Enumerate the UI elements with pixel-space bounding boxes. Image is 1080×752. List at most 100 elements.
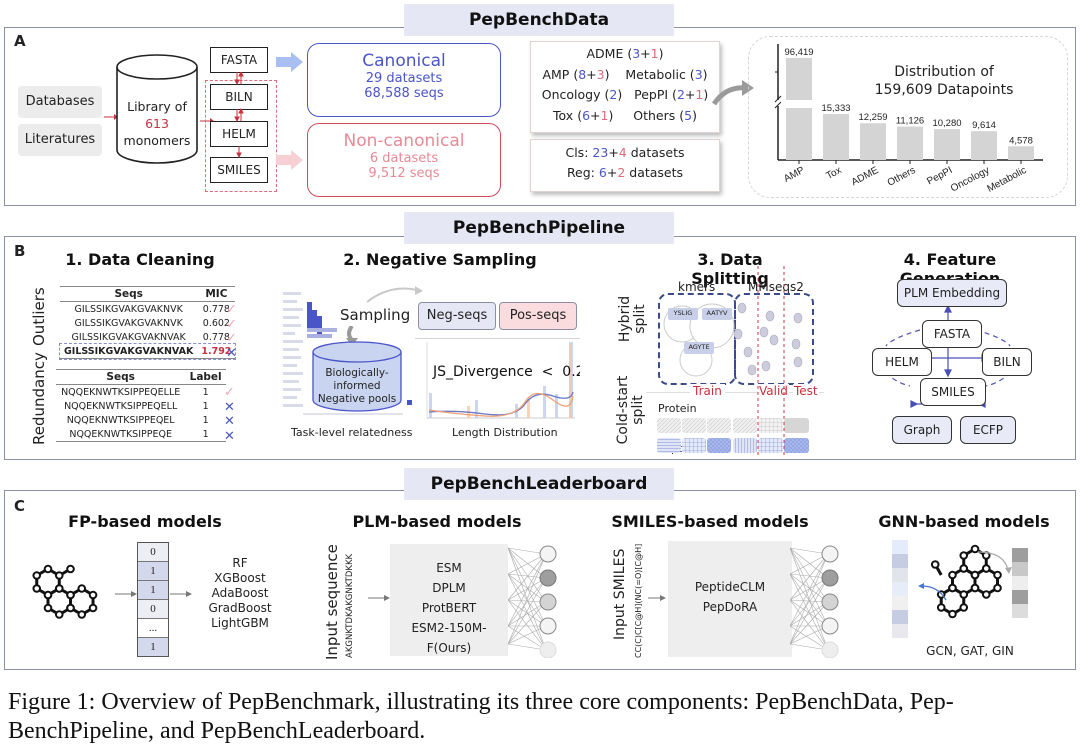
cross-icon: ✕ <box>226 345 237 361</box>
atom <box>959 564 969 573</box>
feature-node-helm: HELM <box>872 348 932 376</box>
kmer-tag-1: YSLIG <box>673 309 693 317</box>
plm-model-name: ProtBERT <box>421 601 477 615</box>
atom <box>959 551 969 560</box>
nn-edge <box>508 577 547 627</box>
nn-edge <box>790 553 829 575</box>
chart-axis-break-mark <box>774 95 782 103</box>
gnn-input-features <box>892 540 908 638</box>
seq-cell: NQQEKNWTKSIPPEQE <box>56 427 186 442</box>
nn-edge <box>790 573 829 627</box>
negative-sampling-title: 2. Negative Sampling <box>343 250 537 269</box>
fp-model-name: GradBoost <box>208 601 272 615</box>
bar-value-label: 15,333 <box>821 103 850 114</box>
pool-line2: informed <box>333 380 381 392</box>
bar-oncology <box>971 131 997 160</box>
bar-amp-upper <box>786 57 812 100</box>
mmseqs2-label: MMseqs2 <box>748 280 804 294</box>
value-cell: 0.602 <box>202 317 230 329</box>
atom <box>948 609 957 619</box>
outliers-label: Outliers <box>30 287 48 346</box>
kmer-tag-2: AATYV <box>706 309 728 317</box>
nn-edge <box>790 577 829 601</box>
seq-cell: GILSSIKGVAKGVAKNVK <box>74 303 183 315</box>
atom <box>959 590 969 599</box>
category-metabolic: Metabolic (3) <box>625 66 708 82</box>
cross-icon: ✕ <box>224 428 235 444</box>
kmers-label: kmers <box>678 280 716 294</box>
category-others: Others (5) <box>633 107 697 123</box>
bar-value-label: 4,578 <box>1009 135 1033 146</box>
seq-cell: NQQEKNWTKSIPPEQEL <box>66 414 175 426</box>
redundancy-header-label: Label <box>185 369 226 385</box>
cross-icon: ✕ <box>224 414 235 429</box>
feature-node-smiles: SMILES <box>920 378 986 406</box>
nn-edge <box>790 599 829 651</box>
atom <box>936 603 946 612</box>
bar-value-label: 11,126 <box>896 116 924 127</box>
atom <box>54 610 64 619</box>
atom <box>77 610 87 619</box>
molecule-gnn-icon <box>930 544 1002 619</box>
fingerprint-bit: 1 <box>138 638 168 656</box>
panel-b-letter: B <box>14 242 26 260</box>
library-line1: Library of <box>127 99 187 114</box>
nn-edge <box>790 547 829 579</box>
x-tick-label: Metabolic <box>985 165 1028 195</box>
atom <box>66 603 75 613</box>
feature-node-fasta: FASTA <box>922 320 982 348</box>
bar-peppi <box>934 129 960 160</box>
table-row: GILSSIKGVAKGVAKNVK 0.778 <box>60 302 235 317</box>
cold-start-blocks <box>657 418 809 453</box>
atom <box>88 590 98 600</box>
nn-edge <box>790 553 829 627</box>
x-tick-label: Oncology <box>949 165 991 195</box>
atom <box>66 590 75 600</box>
panel-b-title: PepBenchPipeline <box>404 212 674 244</box>
nn-edge <box>508 601 547 627</box>
canonical-box: Canonical 29 datasets 68,588 seqs <box>307 43 501 117</box>
category-row-2: AMP (8+3) Metabolic (3) <box>531 65 719 86</box>
gnn-models-title: GNN-based models <box>878 512 1050 531</box>
caption-line2: BenchPipeline, and PepBenchLeaderboard. <box>8 718 426 744</box>
nn-edge <box>508 577 547 645</box>
panel-c-title: PepBenchLeaderboard <box>404 468 674 500</box>
value-cell: 1 <box>202 400 209 412</box>
atom <box>970 544 980 554</box>
nn-node <box>539 593 557 611</box>
bar-value-label: 12,259 <box>858 112 887 123</box>
feature-node-plm-embedding: PLM Embedding <box>897 279 1007 307</box>
atom <box>948 583 957 593</box>
panel-a-title: PepBenchData <box>404 4 674 36</box>
bar-value-label: 96,419 <box>784 47 813 58</box>
bar-others <box>897 126 923 160</box>
x-tick-label: Others <box>886 165 918 189</box>
pool-line1: Biologically- <box>325 367 389 379</box>
source-arrow <box>104 114 118 120</box>
plm-input-sequence: AKGNKTDKAKGNKTDKKK <box>345 553 355 658</box>
outliers-header-mic: MIC <box>197 286 236 302</box>
gnn-output-features <box>1012 548 1028 618</box>
redundancy-header-seqs: Seqs <box>56 369 186 385</box>
distribution-bar-chart: Distribution of 159,609 Datapoints 96,41… <box>774 44 1043 195</box>
atom <box>43 564 53 574</box>
atom <box>930 560 940 569</box>
value-cell: 0.778 <box>202 303 230 315</box>
x-tick-label: ADME <box>850 165 881 188</box>
canonical-datasets: 29 datasets <box>365 71 443 86</box>
plm-model-name: ESM2-150M-F(Ours) <box>411 621 487 655</box>
nn-edge <box>508 553 547 645</box>
nn-node <box>821 641 839 658</box>
seq-cell: NQQEKNWTKSIPPEQELLE <box>61 386 181 398</box>
kmer-clusters <box>663 302 803 377</box>
source-literatures: Literatures <box>18 124 102 156</box>
category-counts-box: ADME (3+1) AMP (8+3) Metabolic (3) Oncol… <box>530 41 720 133</box>
task-relatedness-heatmap <box>283 292 412 415</box>
nn-node <box>539 569 557 587</box>
atom <box>993 583 1002 593</box>
